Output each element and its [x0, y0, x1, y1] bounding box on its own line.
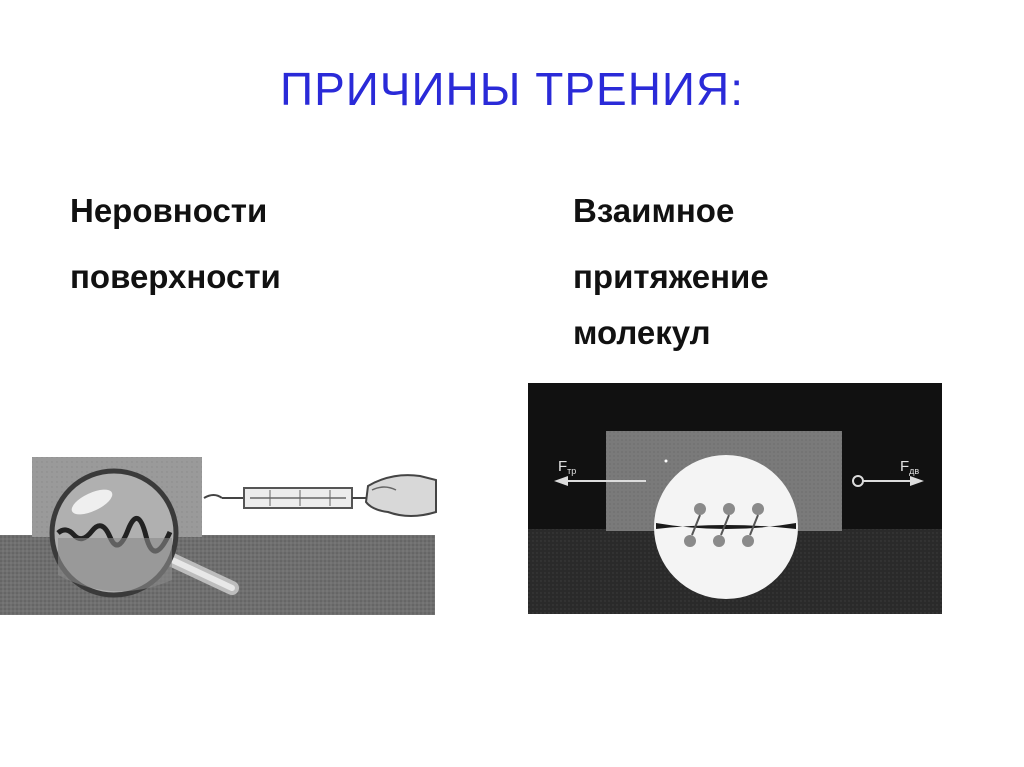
- roughness-drawing: [0, 457, 437, 615]
- hand: [364, 474, 437, 517]
- molecule: [684, 535, 696, 547]
- pulling-arrow: [910, 476, 924, 486]
- friction-force-label: Fтр: [558, 458, 576, 476]
- molecule: [694, 503, 706, 515]
- left-line-1: Неровности: [70, 192, 268, 229]
- right-line-3: молекул: [573, 314, 711, 351]
- friction-arrow: [554, 476, 568, 486]
- molecule: [742, 535, 754, 547]
- molecule: [713, 535, 725, 547]
- rough-boundary: [56, 516, 173, 554]
- molecular-attraction-illustration: Fтр Fдв: [528, 383, 942, 614]
- surface-roughness-illustration: [0, 440, 440, 615]
- surface-gap: [656, 523, 796, 529]
- molecule: [752, 503, 764, 515]
- right-column-text: Взаимное притяжение молекул: [573, 192, 973, 362]
- pulling-force-label: Fдв: [900, 458, 919, 476]
- right-line-2: притяжение: [573, 258, 769, 295]
- slide-title: ПРИЧИНЫ ТРЕНИЯ:: [280, 63, 744, 115]
- left-column-text: Неровности поверхности: [70, 192, 450, 312]
- molecules-drawing: Fтр Fдв: [528, 383, 942, 614]
- right-line-1: Взаимное: [573, 192, 735, 229]
- molecule: [723, 503, 735, 515]
- left-line-2: поверхности: [70, 258, 281, 295]
